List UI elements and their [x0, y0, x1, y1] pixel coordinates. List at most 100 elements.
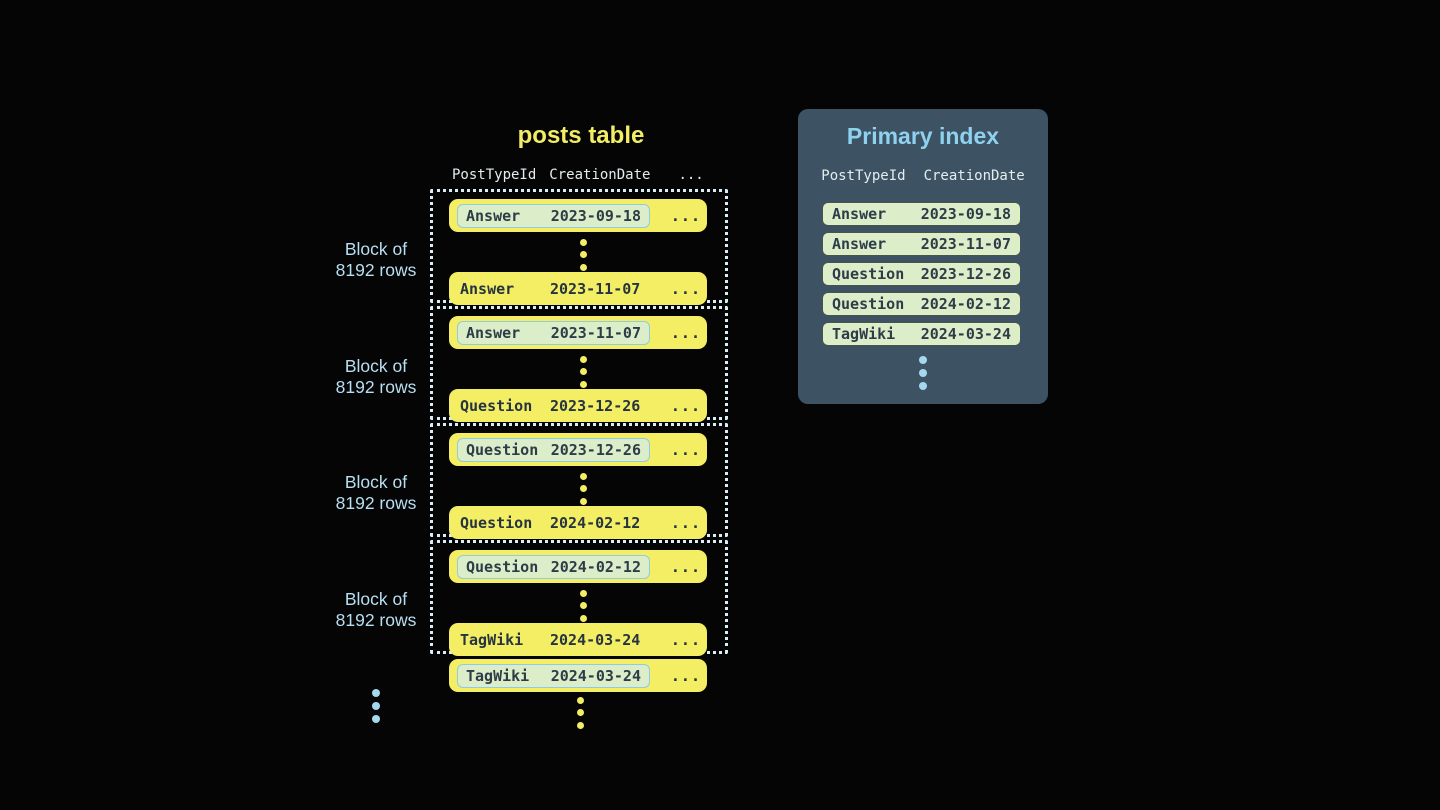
dot: [580, 589, 587, 597]
index-row: Answer 2023-09-18: [823, 203, 1020, 225]
row-creationdate: 2024-02-12: [550, 557, 641, 576]
more-rows-ellipsis-dots: [577, 694, 584, 732]
row-ellipsis: ...: [670, 323, 701, 342]
table-row-highlighted: Question 2024-02-12 ...: [449, 550, 707, 583]
row-posttypeid: Question: [460, 396, 533, 415]
index-posttypeid: Question: [832, 265, 905, 283]
block-label-line1: Block of: [344, 589, 408, 609]
indexed-columns-highlight: Answer 2023-11-07: [457, 320, 650, 345]
block-4-label: Block of 8192 rows: [306, 589, 446, 631]
row-creationdate: 2024-03-24: [550, 666, 641, 685]
indexed-columns-highlight: Question 2024-02-12: [457, 554, 650, 579]
row-posttypeid: Question: [466, 557, 539, 576]
row-posttypeid: Answer: [466, 206, 521, 225]
table-row-highlighted: Answer 2023-09-18 ...: [449, 199, 707, 232]
posts-table-title: posts table: [517, 122, 645, 149]
dot: [580, 238, 587, 246]
row-ellipsis: ...: [670, 513, 701, 532]
dot: [580, 355, 587, 363]
row-posttypeid: Question: [466, 440, 539, 459]
index-creationdate: 2023-11-07: [920, 235, 1011, 253]
index-posttypeid: TagWiki: [832, 325, 896, 343]
posts-header-ellipsis: ...: [678, 167, 704, 183]
dot: [580, 497, 587, 505]
index-row: Answer 2023-11-07: [823, 233, 1020, 255]
dot: [372, 701, 380, 710]
primary-index-panel: Primary index PostTypeId CreationDate An…: [798, 109, 1048, 404]
table-row-highlighted-tail: TagWiki 2024-03-24 ...: [449, 659, 707, 692]
dot: [580, 485, 587, 493]
row-posttypeid: Question: [460, 513, 533, 532]
row-ellipsis: ...: [670, 396, 701, 415]
row-creationdate: 2024-02-12: [550, 513, 641, 532]
block-3-label: Block of 8192 rows: [306, 472, 446, 514]
dot: [580, 472, 587, 480]
dot: [580, 368, 587, 376]
index-row: TagWiki 2024-03-24: [823, 323, 1020, 345]
index-header-posttypeid: PostTypeId: [821, 168, 906, 184]
table-row-highlighted: Question 2023-12-26 ...: [449, 433, 707, 466]
index-creationdate: 2024-02-12: [920, 295, 1011, 313]
dot: [919, 355, 927, 364]
dot: [372, 714, 380, 723]
more-blocks-ellipsis-dots: [372, 686, 380, 725]
block-4: Question 2024-02-12 ... TagWiki 2024-03-…: [430, 540, 728, 656]
index-posttypeid: Answer: [832, 205, 887, 223]
dot: [580, 380, 587, 388]
index-posttypeid: Question: [832, 295, 905, 313]
block-label-line2: 8192 rows: [335, 377, 417, 397]
dot: [580, 614, 587, 622]
table-row-highlighted: Answer 2023-11-07 ...: [449, 316, 707, 349]
rows-ellipsis-dots: [580, 236, 587, 274]
index-row: Question 2024-02-12: [823, 293, 1020, 315]
row-posttypeid: TagWiki: [466, 666, 530, 685]
index-posttypeid: Answer: [832, 235, 887, 253]
row-ellipsis: ...: [670, 206, 701, 225]
row-ellipsis: ...: [670, 440, 701, 459]
row-creationdate: 2023-09-18: [550, 206, 641, 225]
dot: [919, 381, 927, 390]
block-label-line1: Block of: [344, 356, 408, 376]
posts-header-creationdate: CreationDate: [549, 167, 651, 183]
row-creationdate: 2023-12-26: [550, 396, 641, 415]
index-creationdate: 2023-12-26: [920, 265, 1011, 283]
block-2: Answer 2023-11-07 ... Question 2023-12-2…: [430, 306, 728, 422]
table-row: TagWiki 2024-03-24 ...: [449, 623, 707, 656]
row-posttypeid: TagWiki: [460, 630, 524, 649]
block-3: Question 2023-12-26 ... Question 2024-02…: [430, 423, 728, 539]
index-header-creationdate: CreationDate: [923, 168, 1025, 184]
index-creationdate: 2023-09-18: [920, 205, 1011, 223]
rows-ellipsis-dots: [580, 470, 587, 508]
primary-index-rows: Answer 2023-09-18 Answer 2023-11-07 Ques…: [823, 203, 1020, 345]
row-ellipsis: ...: [670, 666, 701, 685]
posts-table-column-headers: PostTypeId CreationDate ...: [452, 167, 704, 183]
row-creationdate: 2023-12-26: [550, 440, 641, 459]
block-label-line2: 8192 rows: [335, 493, 417, 513]
row-ellipsis: ...: [670, 630, 701, 649]
block-label-line1: Block of: [344, 239, 408, 259]
indexed-columns-highlight: Answer 2023-09-18: [457, 203, 650, 228]
dot: [577, 709, 584, 717]
index-row: Question 2023-12-26: [823, 263, 1020, 285]
dot: [919, 368, 927, 377]
row-creationdate: 2023-11-07: [550, 323, 641, 342]
row-ellipsis: ...: [670, 279, 701, 298]
posts-header-posttypeid: PostTypeId: [452, 167, 537, 183]
more-index-entries-ellipsis-dots: [919, 353, 927, 392]
dot: [372, 688, 380, 697]
rows-ellipsis-dots: [580, 587, 587, 625]
block-1-label: Block of 8192 rows: [306, 239, 446, 281]
table-row: Question 2024-02-12 ...: [449, 506, 707, 539]
row-creationdate: 2024-03-24: [550, 630, 641, 649]
rows-ellipsis-dots: [580, 353, 587, 391]
primary-index-column-headers: PostTypeId CreationDate: [798, 168, 1048, 184]
primary-index-title: Primary index: [846, 123, 1000, 149]
dot: [580, 263, 587, 271]
table-row: Answer 2023-11-07 ...: [449, 272, 707, 305]
dot: [580, 251, 587, 259]
block-label-line2: 8192 rows: [335, 260, 417, 280]
row-posttypeid: Answer: [460, 279, 515, 298]
dot: [580, 602, 587, 610]
block-label-line1: Block of: [344, 472, 408, 492]
